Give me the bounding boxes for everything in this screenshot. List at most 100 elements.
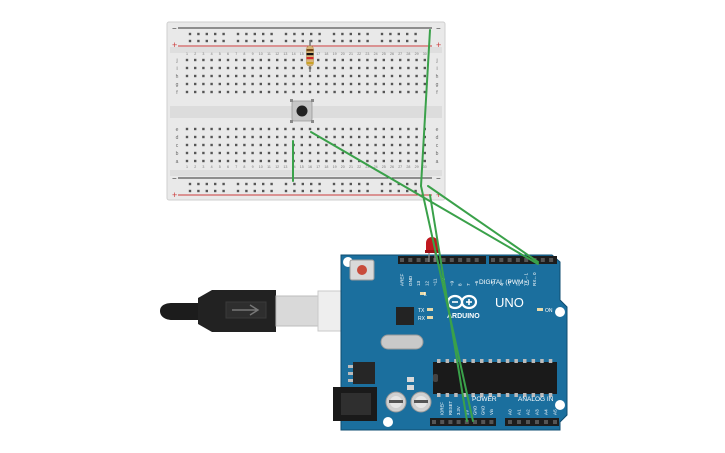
terminal-hole[interactable]	[423, 74, 426, 78]
digital-pin[interactable]	[441, 258, 446, 262]
breadboard[interactable]: − + − + − + − + 112233445566778899101011…	[166, 21, 446, 201]
terminal-hole[interactable]	[399, 159, 402, 163]
terminal-hole[interactable]	[218, 127, 221, 131]
terminal-hole[interactable]	[349, 127, 353, 131]
terminal-hole[interactable]	[243, 66, 246, 70]
terminal-hole[interactable]	[267, 135, 271, 139]
terminal-hole[interactable]	[366, 74, 369, 78]
rail-hole[interactable]	[318, 182, 321, 186]
terminal-hole[interactable]	[185, 143, 189, 147]
terminal-hole[interactable]	[317, 151, 320, 155]
terminal-hole[interactable]	[284, 90, 287, 94]
terminal-hole[interactable]	[415, 58, 418, 62]
terminal-hole[interactable]	[374, 151, 377, 155]
rail-hole[interactable]	[332, 32, 336, 36]
rail-hole[interactable]	[397, 39, 400, 43]
rail-hole[interactable]	[214, 39, 217, 43]
terminal-hole[interactable]	[423, 66, 426, 70]
terminal-hole[interactable]	[251, 90, 254, 94]
terminal-hole[interactable]	[235, 74, 238, 78]
rail-hole[interactable]	[341, 182, 344, 186]
terminal-hole[interactable]	[308, 127, 312, 131]
terminal-hole[interactable]	[194, 82, 197, 86]
terminal-hole[interactable]	[235, 90, 238, 94]
rail-hole[interactable]	[197, 189, 200, 193]
terminal-hole[interactable]	[423, 58, 426, 62]
terminal-hole[interactable]	[243, 159, 246, 163]
terminal-hole[interactable]	[284, 82, 287, 86]
rail-hole[interactable]	[318, 32, 321, 36]
terminal-hole[interactable]	[399, 135, 402, 139]
rail-hole[interactable]	[270, 182, 273, 186]
terminal-hole[interactable]	[284, 151, 287, 155]
digital-pin[interactable]	[549, 258, 554, 262]
terminal-hole[interactable]	[325, 82, 328, 86]
terminal-hole[interactable]	[185, 90, 189, 94]
terminal-hole[interactable]	[333, 82, 336, 86]
rail-hole[interactable]	[222, 39, 225, 43]
terminal-hole[interactable]	[194, 127, 197, 131]
terminal-hole[interactable]	[358, 135, 361, 139]
terminal-hole[interactable]	[218, 151, 221, 155]
terminal-hole[interactable]	[276, 159, 279, 163]
terminal-hole[interactable]	[349, 151, 353, 155]
terminal-hole[interactable]	[423, 90, 426, 94]
terminal-hole[interactable]	[423, 159, 426, 163]
terminal-hole[interactable]	[333, 159, 336, 163]
terminal-hole[interactable]	[226, 58, 230, 62]
rail-hole[interactable]	[262, 189, 265, 193]
terminal-hole[interactable]	[415, 143, 418, 147]
terminal-hole[interactable]	[210, 143, 213, 147]
analog-pin[interactable]	[517, 420, 521, 424]
terminal-hole[interactable]	[407, 66, 410, 70]
rail-hole[interactable]	[341, 39, 344, 43]
terminal-hole[interactable]	[415, 151, 418, 155]
wires[interactable]	[292, 29, 539, 422]
terminal-hole[interactable]	[251, 74, 254, 78]
terminal-hole[interactable]	[251, 127, 254, 131]
terminal-hole[interactable]	[317, 58, 320, 62]
terminal-hole[interactable]	[390, 58, 394, 62]
terminal-hole[interactable]	[358, 90, 361, 94]
terminal-hole[interactable]	[390, 143, 394, 147]
terminal-hole[interactable]	[259, 74, 262, 78]
terminal-hole[interactable]	[325, 74, 328, 78]
terminal-hole[interactable]	[226, 74, 230, 78]
terminal-hole[interactable]	[407, 90, 410, 94]
terminal-hole[interactable]	[185, 127, 189, 131]
terminal-hole[interactable]	[202, 151, 205, 155]
rail-hole[interactable]	[301, 182, 304, 186]
terminal-hole[interactable]	[243, 151, 246, 155]
terminal-hole[interactable]	[325, 66, 328, 70]
digital-pin[interactable]	[540, 258, 545, 262]
terminal-hole[interactable]	[308, 151, 312, 155]
rail-hole[interactable]	[205, 189, 208, 193]
rail-hole[interactable]	[293, 182, 296, 186]
terminal-hole[interactable]	[358, 66, 361, 70]
terminal-hole[interactable]	[194, 74, 197, 78]
terminal-hole[interactable]	[259, 66, 262, 70]
rail-hole[interactable]	[245, 189, 248, 193]
terminal-hole[interactable]	[333, 127, 336, 131]
terminal-hole[interactable]	[366, 159, 369, 163]
terminal-hole[interactable]	[243, 90, 246, 94]
terminal-hole[interactable]	[210, 74, 213, 78]
digital-pin[interactable]	[416, 258, 421, 262]
terminal-hole[interactable]	[317, 90, 320, 94]
terminal-hole[interactable]	[308, 159, 312, 163]
digital-pin[interactable]	[474, 258, 479, 262]
terminal-hole[interactable]	[341, 143, 344, 147]
rail-hole[interactable]	[341, 32, 344, 36]
terminal-hole[interactable]	[358, 82, 361, 86]
terminal-hole[interactable]	[366, 143, 369, 147]
power-pin[interactable]	[432, 420, 436, 424]
terminal-hole[interactable]	[366, 90, 369, 94]
terminal-hole[interactable]	[226, 159, 230, 163]
rail-hole[interactable]	[318, 189, 321, 193]
terminal-hole[interactable]	[325, 58, 328, 62]
rail-hole[interactable]	[293, 32, 296, 36]
rail-hole[interactable]	[358, 189, 361, 193]
rail-hole[interactable]	[406, 32, 409, 36]
digital-pin[interactable]	[408, 258, 413, 262]
terminal-hole[interactable]	[366, 58, 369, 62]
